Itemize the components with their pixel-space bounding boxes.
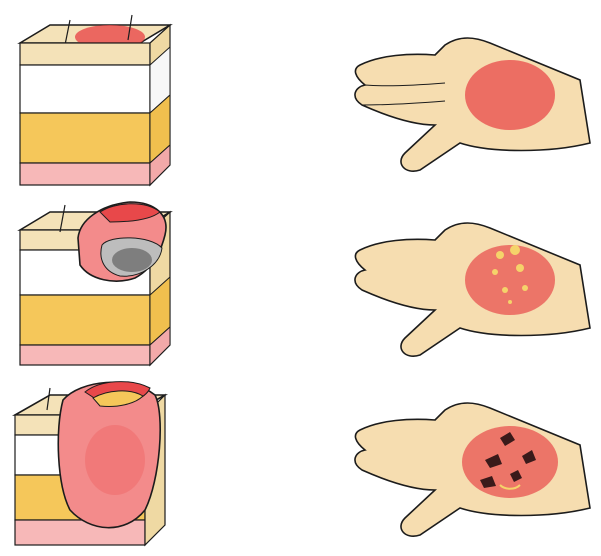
hand-first-degree (350, 25, 595, 180)
blister (492, 269, 498, 275)
muscle-layer (20, 163, 150, 185)
hand-second-degree (350, 210, 595, 365)
blister (516, 264, 524, 272)
skin-block-first-degree (10, 5, 180, 190)
blister (502, 287, 508, 293)
blister (508, 300, 512, 304)
burn-redness (465, 60, 555, 130)
muscle-layer (20, 345, 150, 365)
fat-layer (20, 295, 150, 345)
dermis-layer (20, 65, 150, 113)
burn-redness (465, 245, 555, 315)
blister (510, 245, 520, 255)
epidermis-layer (20, 43, 150, 65)
hand-third-degree (350, 390, 595, 550)
fat-layer (20, 113, 150, 163)
skin-block-second-degree (10, 190, 180, 370)
blister (496, 251, 504, 259)
blister (522, 285, 528, 291)
skin-block-third-degree (5, 370, 175, 550)
